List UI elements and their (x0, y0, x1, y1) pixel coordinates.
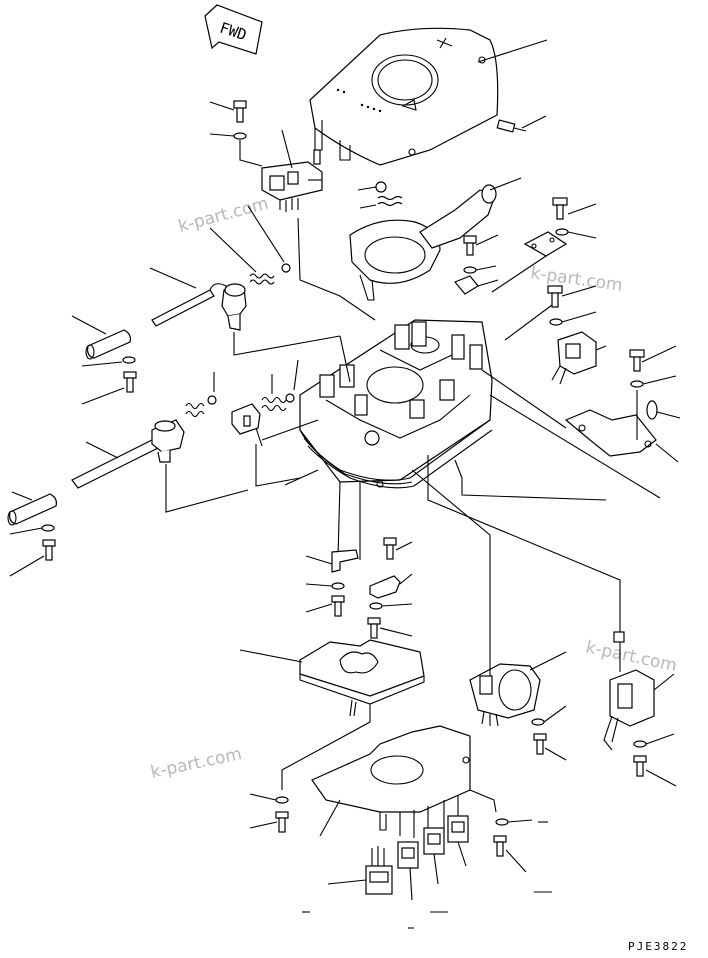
top-cover (309, 27, 548, 166)
solenoid-switch (603, 631, 677, 787)
lever-knob-assembly (349, 177, 522, 301)
cover-side-screw (496, 115, 547, 133)
watermark-2: k-part.com (529, 263, 623, 296)
lower-base-plate (311, 725, 497, 838)
bottom-left-screw (249, 793, 289, 833)
drawing-code: PJE3822 (628, 940, 688, 953)
lower-shaft-assembly (7, 419, 249, 526)
rotary-switch (469, 651, 567, 761)
right-top-screws (454, 197, 597, 295)
main-base-housing (299, 319, 493, 489)
wire-connectors (327, 815, 469, 901)
upper-left-screw (209, 100, 263, 167)
lower-brackets (305, 537, 413, 639)
watermark-4: k-part.com (584, 637, 679, 676)
right-switch (547, 285, 607, 385)
bottom-right-screw (493, 818, 533, 873)
mid-cover-plate (239, 639, 425, 790)
leader-marks (302, 821, 552, 929)
middle-clip (231, 403, 319, 487)
fwd-direction-arrow: FWD (204, 4, 263, 55)
upper-shaft-assembly (71, 205, 351, 383)
left-screw-upper (81, 356, 137, 405)
left-screw-lower (9, 524, 56, 577)
ball-and-spring-top (357, 181, 403, 209)
lamp-and-plate (564, 345, 681, 463)
watermark-1: k-part.com (176, 194, 271, 237)
upper-switch-block (261, 129, 323, 212)
small-bracket-plate (491, 231, 568, 293)
middle-springs (185, 359, 299, 418)
watermark-3: k-part.com (149, 744, 244, 783)
callout-lines-housing (284, 217, 661, 660)
